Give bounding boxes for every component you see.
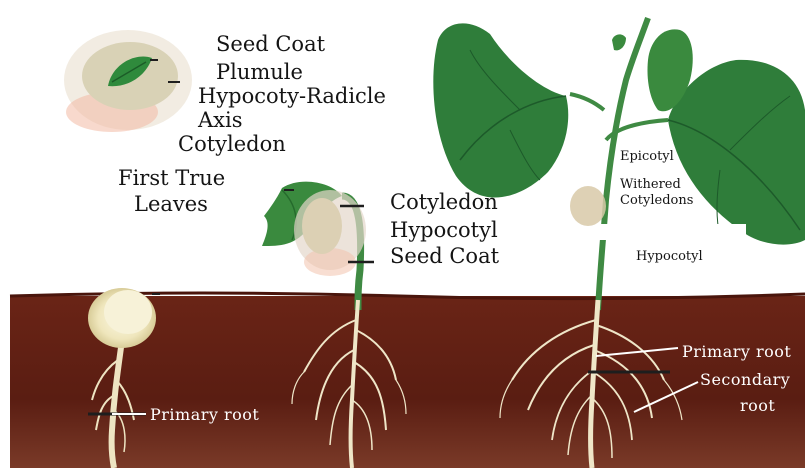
label-first-true: First True (118, 168, 225, 189)
label-leaves: Leaves (134, 194, 208, 215)
stage3-withered-cotyledons (570, 186, 606, 226)
blank-box (596, 224, 746, 240)
label-seed-coat-stage2: Seed Coat (390, 246, 499, 267)
label-cotyledon-stage2: Cotyledon (390, 192, 498, 213)
blank-box (32, 206, 114, 228)
label-hypocotyl-radicle: Hypocoty-Radicle (198, 86, 386, 107)
label-epicotyl: Epicotyl (620, 150, 674, 163)
label-cotyledons: Cotyledons (620, 194, 693, 207)
label-plumule: Plumule (216, 62, 303, 83)
label-primary-root-stage3: Primary root (682, 344, 791, 360)
stage3-right-leaf (668, 60, 805, 245)
label-root: root (740, 398, 775, 414)
stage3-left-leaf (433, 23, 568, 197)
label-cotyledon-stage1: Cotyledon (178, 134, 286, 155)
blank-box (336, 36, 370, 60)
label-primary-root-stage1: Primary root (150, 407, 259, 423)
label-hypocotyl-stage2: Hypocotyl (390, 220, 498, 241)
label-seed-coat: Seed Coat (216, 34, 325, 55)
label-withered: Withered (620, 178, 681, 191)
stage1-seed-illustration (64, 30, 192, 132)
label-hypocotyl-stage3: Hypocotyl (636, 250, 703, 263)
label-secondary: Secondary (700, 372, 790, 388)
blank-box (296, 128, 326, 154)
blank-box (176, 240, 258, 260)
label-axis: Axis (198, 110, 243, 131)
